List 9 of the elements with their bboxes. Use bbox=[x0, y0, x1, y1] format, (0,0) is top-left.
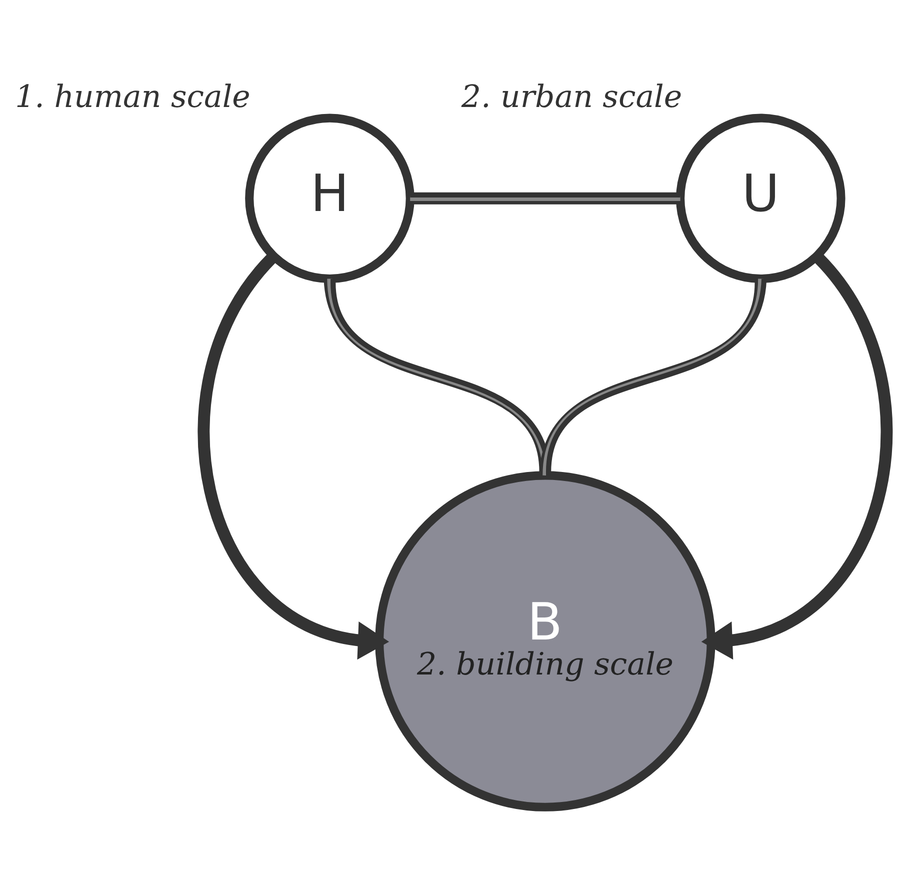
node-label: 1. human scale bbox=[15, 78, 250, 114]
node-label: 2. urban scale bbox=[461, 78, 682, 114]
node-circle: H bbox=[245, 113, 414, 283]
connector bbox=[410, 192, 680, 204]
connector bbox=[539, 278, 767, 476]
node-circle: U bbox=[676, 113, 846, 283]
node-circle: B 2. building scale bbox=[375, 470, 716, 811]
arrow bbox=[701, 254, 892, 660]
arrow bbox=[198, 254, 390, 660]
